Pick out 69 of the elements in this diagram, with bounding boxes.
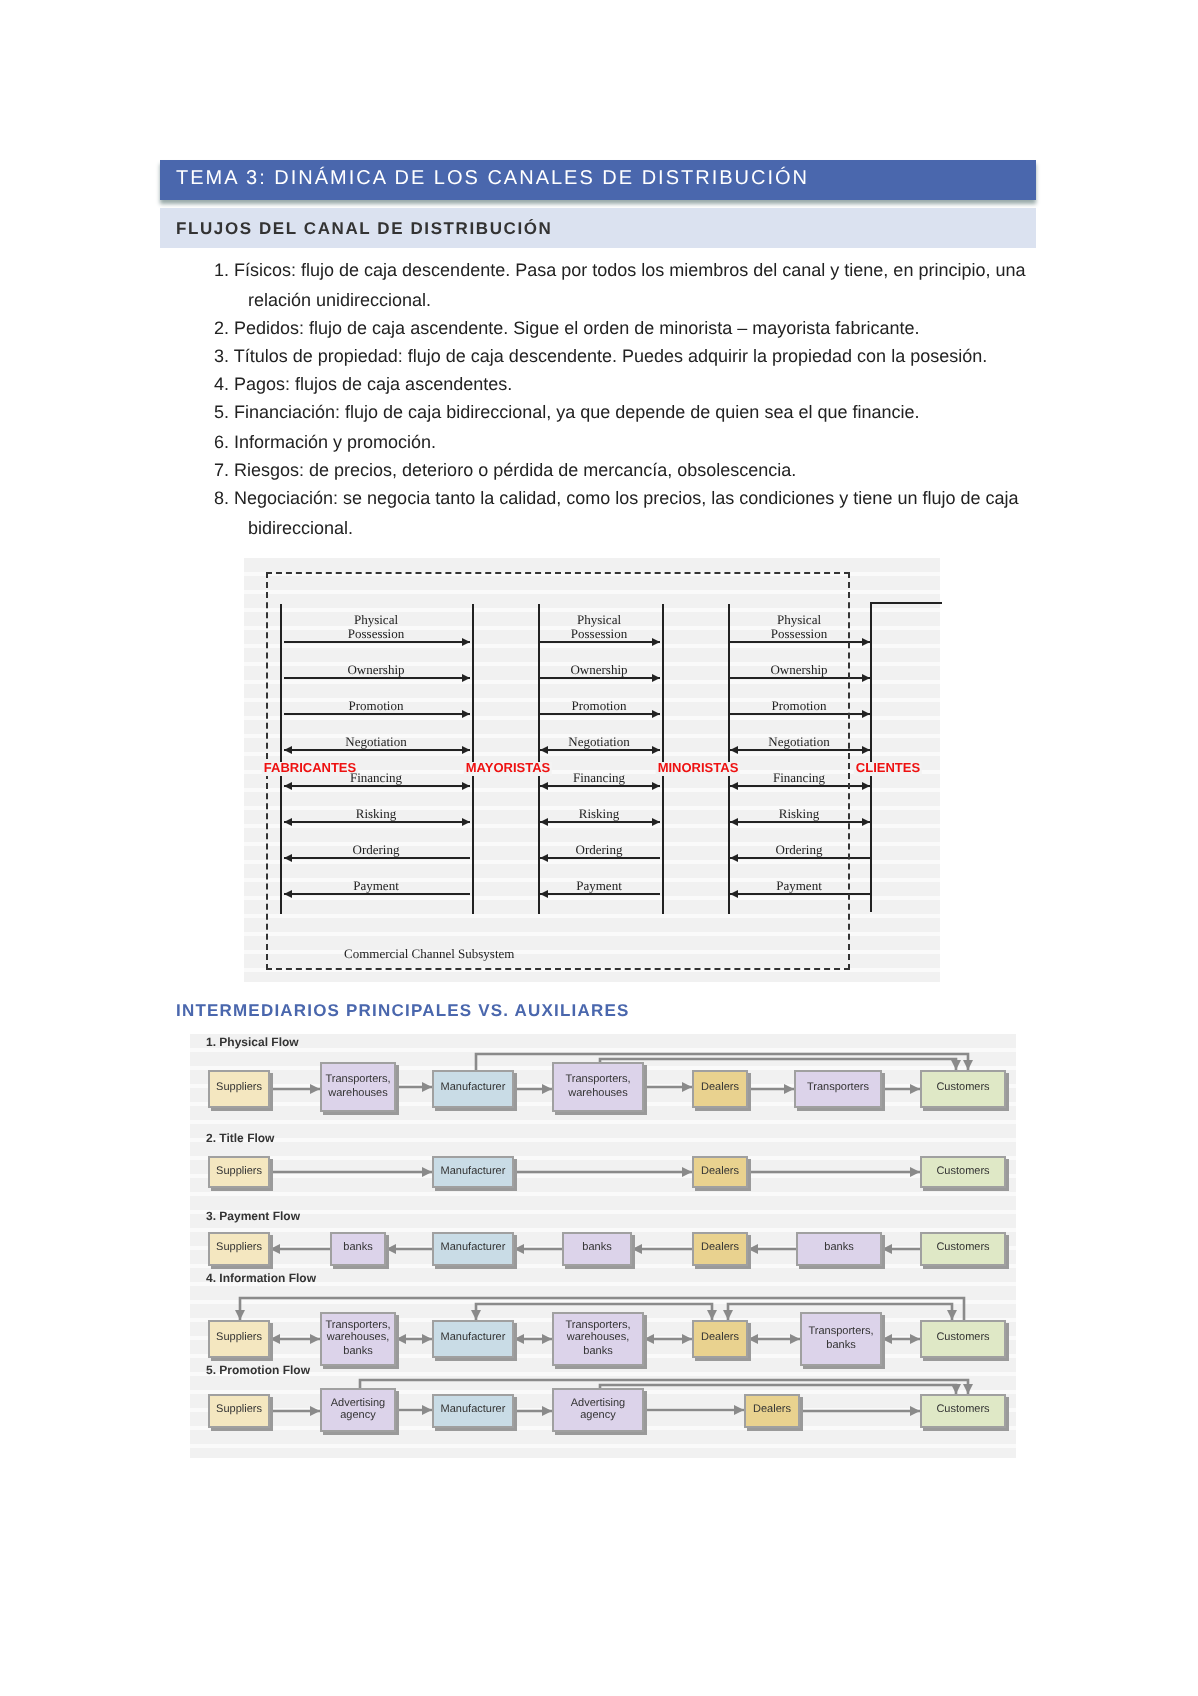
arrow (539, 674, 661, 682)
arrow (396, 1082, 432, 1092)
arrow (514, 1084, 552, 1094)
list-item: 7. Riesgos: de precios, deterioro o pérdida de mercancía, obsolescencia. (214, 458, 799, 484)
arrow (514, 1167, 692, 1177)
double-arrow (723, 1302, 957, 1320)
arrow (539, 710, 661, 718)
arrow (270, 1167, 432, 1177)
arrow (539, 854, 661, 862)
arrow (270, 1406, 320, 1416)
double-arrow (270, 1334, 320, 1344)
list-item: 1. Físicos: flujo de caja descendente. Pasa por todos los miembros del canal y tiene, en principio, una relación unidireccional. (214, 258, 1028, 313)
arrow (283, 674, 471, 682)
arrow (882, 1084, 920, 1094)
arrow (800, 1406, 920, 1416)
list-item: 3. Títulos de propiedad: flujo de caja descendente. Puedes adquirir la propiedad con la posesión. (214, 344, 990, 370)
double-arrow (539, 746, 661, 754)
arrow (729, 890, 871, 898)
list-item: 8. Negociación: se negocia tanto la calidad, como los precios, las condiciones y tiene un flujo de caja bidireccional. (214, 486, 1021, 541)
double-arrow (729, 818, 871, 826)
arrow (283, 638, 471, 646)
arrow (514, 1244, 562, 1254)
arrow (644, 1082, 692, 1092)
arrow (283, 710, 471, 718)
arrow (748, 1167, 920, 1177)
arrow (748, 1084, 794, 1094)
arrow (396, 1405, 432, 1415)
arrow (514, 1406, 552, 1416)
double-arrow (283, 782, 471, 790)
arrow (729, 710, 871, 718)
arrow (283, 854, 471, 862)
double-arrow (729, 782, 871, 790)
arrow (882, 1244, 920, 1254)
arrow (729, 638, 871, 646)
list-item: 5. Financiación: flujo de caja bidireccional, ya que depende de quien sea el que financie. (214, 400, 922, 426)
double-arrow (283, 818, 471, 826)
double-arrow (539, 782, 661, 790)
double-arrow (729, 746, 871, 754)
double-arrow (539, 818, 661, 826)
list-item: 2. Pedidos: flujo de caja ascendente. Sigue el orden de minorista – mayorista fabricante. (214, 316, 922, 342)
arrow (539, 638, 661, 646)
arrow (729, 854, 871, 862)
arrow (748, 1244, 796, 1254)
arrow (474, 1052, 973, 1070)
arrow (632, 1244, 692, 1254)
double-arrow (514, 1334, 552, 1344)
arrow (598, 1057, 961, 1070)
double-arrow (471, 1302, 717, 1320)
section-heading: FLUJOS DEL CANAL DE DISTRIBUCIÓN (160, 208, 1036, 248)
arrow (644, 1405, 744, 1415)
section-heading: INTERMEDIARIOS PRINCIPALES VS. AUXILIARES (176, 1000, 630, 1020)
double-arrow (644, 1334, 692, 1344)
list-item: 6. Información y promoción. (214, 430, 439, 456)
arrow (270, 1244, 330, 1254)
list-item: 4. Pagos: flujos de caja ascendentes. (214, 372, 515, 398)
double-arrow (882, 1334, 920, 1344)
arrow (539, 890, 661, 898)
dashed-subsystem-frame (266, 572, 850, 970)
arrow (283, 890, 471, 898)
page-title: TEMA 3: DINÁMICA DE LOS CANALES DE DISTRIBUCIÓN (160, 160, 1036, 200)
arrow (386, 1244, 432, 1254)
arrow (729, 674, 871, 682)
arrow (598, 1383, 961, 1394)
arrow (270, 1084, 320, 1094)
double-arrow (283, 746, 471, 754)
arrow (235, 1296, 966, 1320)
double-arrow (748, 1334, 800, 1344)
double-arrow (396, 1334, 432, 1344)
arrow (358, 1378, 973, 1394)
